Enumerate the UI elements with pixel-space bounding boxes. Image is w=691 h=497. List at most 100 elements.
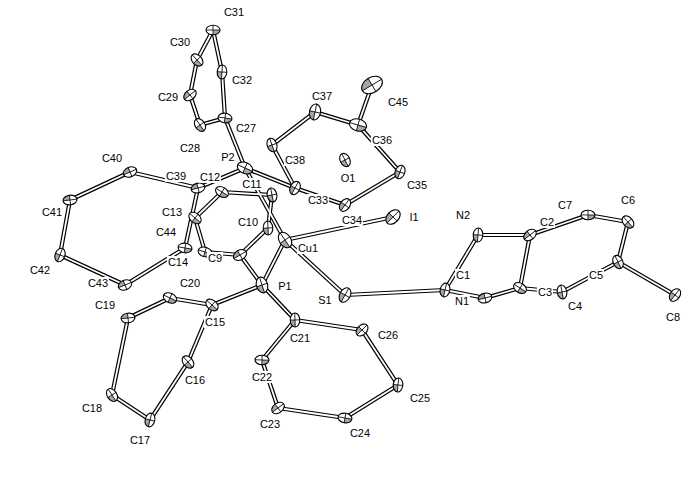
atom-label: C27 — [235, 122, 257, 134]
atom-label: C3 — [537, 286, 553, 298]
atom-label: C21 — [289, 332, 311, 344]
thermal-ellipsoid — [392, 378, 403, 393]
bond — [295, 320, 362, 330]
thermal-ellipsoid — [338, 152, 353, 169]
bond — [262, 240, 285, 285]
atom-label: C41 — [41, 206, 63, 218]
bond — [530, 215, 588, 235]
atom-label: C18 — [81, 402, 103, 414]
atom-label: C25 — [409, 392, 431, 404]
thermal-ellipsoid — [235, 160, 254, 177]
bonds — [60, 30, 675, 420]
bond — [198, 168, 245, 188]
thermal-ellipsoid — [287, 180, 302, 197]
bond — [345, 290, 445, 295]
bond — [445, 235, 478, 290]
bond — [478, 233, 530, 237]
bond — [195, 192, 222, 218]
bond — [358, 125, 400, 172]
atom-label: N1 — [454, 295, 470, 307]
bond — [112, 318, 128, 395]
atom-label: N2 — [455, 209, 471, 221]
atom-label: C30 — [169, 36, 191, 48]
atom-label: C42 — [29, 264, 51, 276]
thermal-ellipsoid — [217, 65, 228, 80]
atom-label: C35 — [406, 179, 428, 191]
thermal-ellipsoid — [122, 165, 139, 179]
atom-label: C22 — [251, 371, 273, 383]
thermal-ellipsoid — [667, 287, 683, 304]
thermal-ellipsoid — [217, 112, 232, 123]
thermal-ellipsoid — [263, 221, 273, 235]
thermal-ellipsoid — [383, 207, 403, 227]
thermal-ellipsoid — [354, 322, 371, 339]
thermal-ellipsoid — [348, 117, 368, 133]
thermal-ellipsoid — [180, 354, 196, 371]
atom-label: C34 — [341, 214, 363, 226]
atom-label: C10 — [237, 216, 259, 228]
thermal-ellipsoid — [512, 280, 529, 296]
thermal-ellipsoid — [522, 227, 539, 243]
bond — [618, 262, 675, 295]
thermal-ellipsoid — [255, 355, 269, 365]
bond — [520, 235, 530, 288]
bond — [272, 112, 315, 145]
atom-label: C8 — [665, 311, 681, 323]
thermal-ellipsoid — [53, 247, 67, 264]
atom-label: C19 — [94, 299, 116, 311]
bond — [295, 320, 362, 330]
thermal-ellipsoid — [337, 286, 354, 305]
thermal-ellipsoid — [62, 194, 77, 205]
bond — [150, 362, 188, 420]
bond — [262, 360, 278, 408]
thermal-ellipsoid — [192, 117, 208, 134]
atom-label: C13 — [161, 206, 183, 218]
thermal-ellipsoid — [265, 137, 279, 153]
bond — [188, 305, 212, 362]
thermal-ellipsoid — [190, 182, 206, 195]
thermal-ellipsoid — [393, 164, 407, 180]
thermal-ellipsoid — [162, 291, 179, 306]
bond — [278, 408, 345, 418]
bond — [285, 217, 393, 240]
bond — [198, 168, 245, 188]
atom-label: S1 — [317, 294, 332, 306]
thermal-ellipsoid — [337, 412, 352, 424]
bond — [195, 192, 222, 218]
thermal-ellipsoid — [144, 412, 157, 428]
atom-label: C5 — [588, 269, 604, 281]
thermal-ellipsoid — [189, 52, 206, 69]
atom-label: C38 — [284, 154, 306, 166]
atom-label: C24 — [349, 427, 371, 439]
bond — [285, 240, 345, 295]
atom-label: C29 — [157, 91, 179, 103]
atom-label: C17 — [129, 434, 151, 446]
thermal-ellipsoid — [308, 103, 322, 121]
bond — [222, 192, 272, 195]
bond — [150, 362, 188, 420]
thermal-ellipsoid — [187, 210, 204, 226]
thermal-ellipsoid — [439, 282, 452, 298]
thermal-ellipsoid — [276, 230, 295, 250]
atom-label: C15 — [204, 316, 226, 328]
atom-label: I1 — [408, 211, 419, 223]
bond — [188, 305, 212, 362]
thermal-ellipsoid — [477, 292, 493, 305]
thermal-ellipsoid — [182, 87, 199, 103]
atom-label: C2 — [539, 216, 555, 228]
atom-label: C23 — [259, 418, 281, 430]
bond — [478, 234, 530, 236]
atom-label: C4 — [567, 300, 583, 312]
bond — [562, 262, 618, 292]
thermal-ellipsoid — [104, 387, 120, 404]
atom-label: C16 — [184, 374, 206, 386]
bond — [222, 192, 272, 195]
bond — [562, 262, 618, 292]
thermal-ellipsoid — [620, 214, 637, 231]
bond — [112, 318, 128, 395]
thermal-ellipsoid — [266, 187, 278, 203]
atom-label: C9 — [207, 252, 223, 264]
atom-label: C7 — [557, 199, 573, 211]
